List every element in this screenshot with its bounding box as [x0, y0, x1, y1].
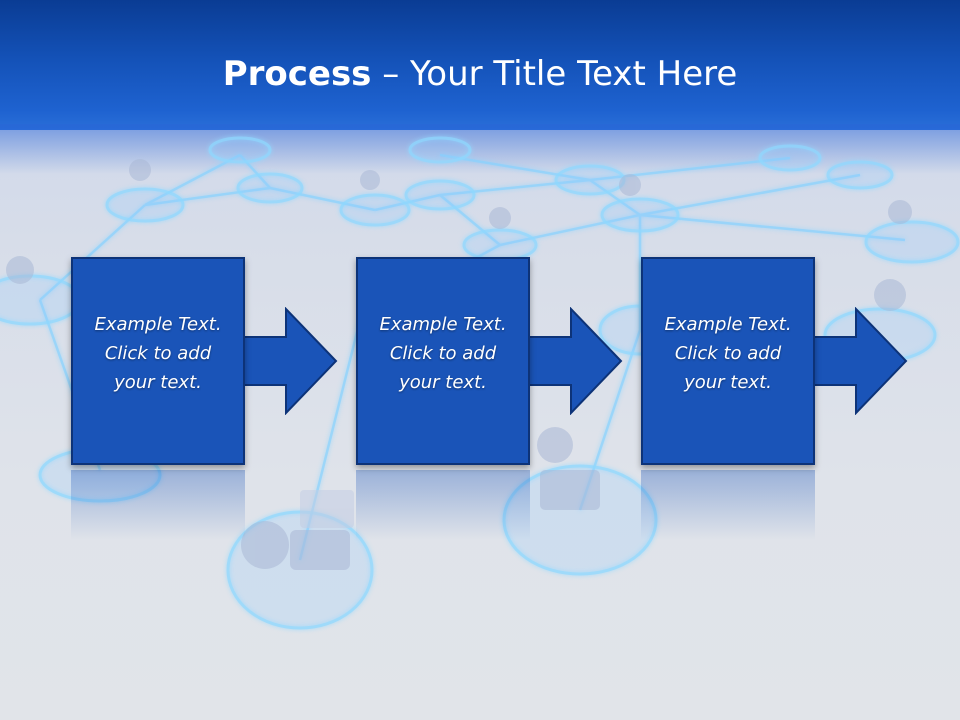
step-3-reflection: [641, 470, 815, 540]
process-step-1-box[interactable]: Example Text. Click to add your text.: [71, 257, 245, 465]
process-step-3-text[interactable]: Example Text. Click to add your text.: [664, 313, 792, 393]
step-2-reflection: [356, 470, 530, 540]
arrow-right-icon: [238, 307, 338, 415]
step-1-reflection: [71, 470, 245, 540]
process-step-3-box[interactable]: Example Text. Click to add your text.: [641, 257, 815, 465]
process-step-1-text[interactable]: Example Text. Click to add your text.: [94, 313, 222, 393]
title-rest-text: – Your Title Text Here: [371, 54, 738, 94]
arrow-right-icon: [523, 307, 623, 415]
title-bar: [0, 0, 960, 130]
slide-title[interactable]: Process – Your Title Text Here: [0, 52, 960, 96]
process-step-2-text[interactable]: Example Text. Click to add your text.: [379, 313, 507, 393]
process-step-2-box[interactable]: Example Text. Click to add your text.: [356, 257, 530, 465]
arrow-right-icon: [808, 307, 908, 415]
title-bold-word: Process: [222, 54, 372, 94]
